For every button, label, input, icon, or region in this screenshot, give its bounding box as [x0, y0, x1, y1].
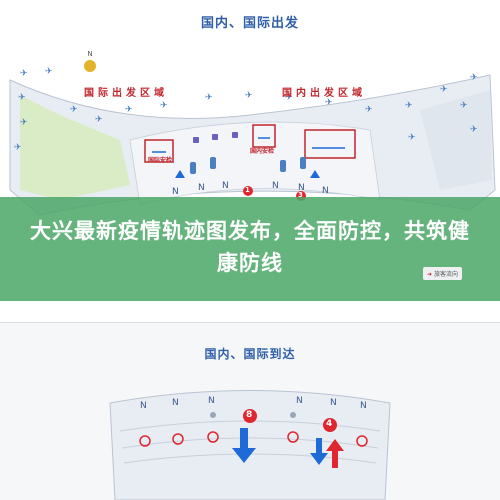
arrival-map-title: 国内、国际到达 [204, 347, 296, 361]
flow-legend: ➜ 旅客流向 [423, 267, 462, 280]
no-entry-icon [287, 431, 299, 443]
kiosk-icon [193, 137, 199, 143]
plane-icon: ✈ [20, 69, 28, 79]
no-entry-icon [207, 431, 219, 443]
plane-icon: ✈ [470, 125, 478, 135]
plane-icon: ✈ [14, 143, 22, 153]
no-entry-icon [172, 433, 184, 445]
departure-map-title: 国内、国际出发 [200, 16, 299, 31]
kiosk-icon [232, 132, 238, 138]
gate-n-icon: N [140, 401, 147, 411]
gate-n-icon: N [330, 398, 337, 408]
plane-icon: ✈ [440, 85, 448, 95]
intl-security-label: 国际安检 [148, 157, 173, 164]
info-dot-icon [210, 412, 216, 418]
flow-arrow-up [310, 170, 320, 178]
dom-departure-zone-label: 国内出发区域 [282, 88, 366, 99]
gate-n-icon: N [208, 396, 215, 406]
gate-row: N N N N N N [172, 181, 329, 197]
plane-icon: ✈ [160, 101, 168, 111]
red-arrow-up [326, 439, 344, 468]
plane-icon: ✈ [285, 93, 293, 103]
plane-icon: ✈ [245, 91, 253, 101]
plane-icon: ✈ [70, 105, 78, 115]
gate-n-icon: N [272, 181, 279, 191]
gate-n-icon: N [322, 186, 329, 196]
gate-number-1: 1 [245, 186, 250, 194]
compass-indicator: N [80, 50, 100, 72]
intl-departure-zone-label: 国际出发区域 [84, 88, 168, 99]
arrival-terminal-map: N N N N N N [109, 390, 391, 500]
plane-icon: ✈ [95, 115, 103, 125]
departure-map-panel: 国内、国际出发 N ✈ ✈ ✈ ✈ ✈ ✈ ✈ ✈ ✈ ✈ ✈ ✈ ✈ ✈ ✈ [0, 16, 500, 323]
arrival-map-panel: 国内、国际到达 N N N N N N 8 4 [0, 323, 500, 500]
plane-icon: ✈ [18, 93, 26, 103]
plane-icon: ✈ [325, 98, 333, 108]
gate-n-icon: N [222, 181, 229, 191]
plane-icon: ✈ [365, 105, 373, 115]
departure-terminal-map: ✈ ✈ ✈ ✈ ✈ ✈ ✈ ✈ ✈ ✈ ✈ ✈ ✈ ✈ ✈ ✈ ✈ ✈ ✈ ✈ [9, 67, 496, 216]
no-entry-markers [139, 412, 368, 447]
arrival-gate-row: N N N N N N [140, 396, 367, 411]
gate-n-icon: N [172, 398, 179, 408]
dom-security-box-2 [304, 129, 356, 159]
kiosk-icon [212, 134, 218, 140]
intl-security-box [144, 139, 174, 163]
plane-icon: ✈ [45, 67, 53, 77]
plane-icon: ✈ [460, 101, 468, 111]
arrival-lane [121, 437, 379, 449]
gate-marker-1 [243, 186, 253, 196]
green-zone [20, 95, 130, 200]
plane-icon: ✈ [408, 133, 416, 143]
compass-sun-icon [84, 60, 96, 72]
plane-icon: ✈ [470, 73, 478, 83]
plane-icon: ✈ [405, 101, 413, 111]
dom-security-label: 国内安检 [250, 148, 275, 155]
headline-banner[interactable]: 大兴最新疫情轨迹图发布，全面防控，共筑健康防线 [0, 197, 500, 301]
gate-n-icon: N [172, 187, 179, 197]
plane-icon: ✈ [20, 118, 28, 128]
kiosk-icon [300, 157, 306, 169]
no-entry-icon [139, 435, 151, 447]
no-entry-icon [356, 435, 368, 447]
blue-arrow-down [232, 428, 256, 463]
dom-security-box-1 [252, 124, 276, 148]
blue-arrow-down [310, 438, 328, 465]
gate-n-icon: N [298, 183, 305, 193]
compass-north-letter: N [87, 50, 93, 58]
gate-number-3: 3 [298, 191, 303, 199]
right-zone [420, 90, 492, 190]
arrival-hall-outline [109, 390, 391, 500]
aircraft-icons: ✈ ✈ ✈ ✈ ✈ ✈ ✈ ✈ ✈ ✈ ✈ ✈ ✈ ✈ ✈ ✈ ✈ ✈ ✈ ✈ [14, 67, 478, 153]
gate-n-icon: N [198, 183, 205, 193]
legend-arrow-icon: ➜ [427, 271, 433, 278]
flow-arrow-up [175, 170, 185, 178]
legend-label: 旅客流向 [433, 271, 458, 278]
kiosk-icon [280, 160, 286, 172]
gate-n-icon: N [360, 401, 367, 411]
kiosk-icon [190, 162, 196, 174]
headline-text[interactable]: 大兴最新疫情轨迹图发布，全面防控，共筑健康防线 [30, 219, 470, 275]
gate-marker-8 [243, 409, 257, 423]
gate-marker-4 [323, 418, 337, 432]
info-dot-icon [290, 412, 296, 418]
gate-number-8: 8 [246, 410, 253, 420]
plane-icon: ✈ [205, 93, 213, 103]
gate-number-4: 4 [326, 419, 333, 429]
gate-n-icon: N [296, 396, 303, 406]
plane-icon: ✈ [125, 105, 133, 115]
kiosk-icons [190, 132, 306, 174]
kiosk-icon [210, 157, 216, 169]
